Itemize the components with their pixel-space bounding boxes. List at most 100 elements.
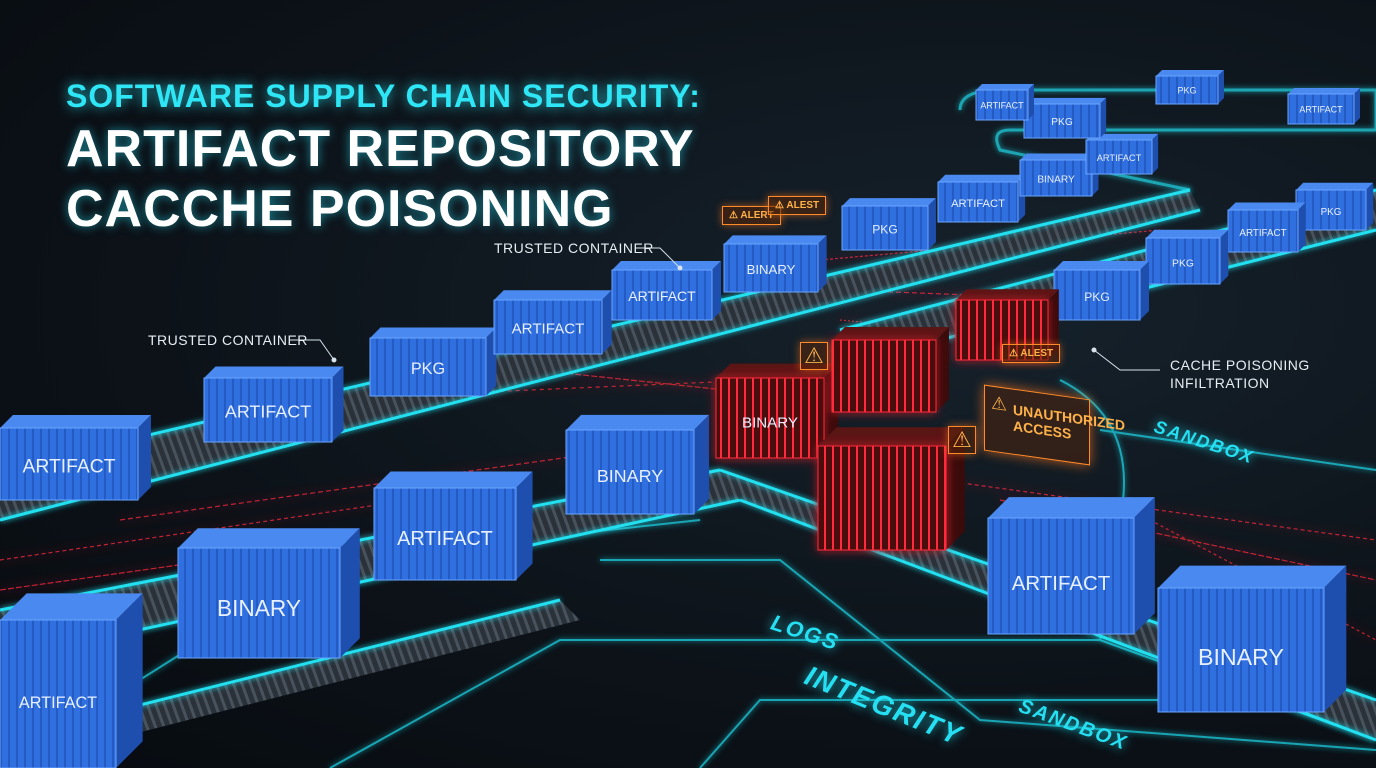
container-trusted: PKG — [1145, 229, 1229, 285]
container-front — [975, 89, 1029, 121]
container-top — [1146, 229, 1229, 238]
container-front — [369, 337, 487, 397]
container-front — [1157, 587, 1325, 713]
container-trusted: PKG — [1295, 182, 1374, 231]
container-trusted: ARTIFACT — [0, 415, 151, 501]
container-side — [818, 235, 827, 292]
container-trusted: ARTIFACT — [1227, 202, 1306, 253]
container-side — [1100, 97, 1107, 138]
container-trusted: PKG — [1023, 97, 1107, 139]
warning-icon: ⚠ — [948, 426, 976, 454]
container-front — [0, 619, 117, 768]
container-label: ARTIFACT — [1239, 228, 1286, 239]
container-side — [712, 261, 721, 320]
title-line-2: ARTIFACT REPOSITORY — [66, 120, 695, 178]
container-top — [1054, 261, 1149, 270]
container-front — [831, 339, 937, 413]
container-poisoned — [817, 427, 965, 551]
container-label: BINARY — [742, 415, 798, 432]
container-label: ARTIFACT — [1299, 105, 1343, 115]
container-side — [1298, 202, 1306, 252]
container-label: ARTIFACT — [397, 528, 493, 550]
container-label: ARTIFACT — [23, 457, 116, 478]
container-trusted: ARTIFACT — [1287, 88, 1360, 125]
container-top — [1156, 70, 1224, 76]
container-side — [1218, 70, 1224, 104]
container-label: BINARY — [217, 595, 301, 621]
container-front — [817, 445, 947, 551]
container-trusted: ARTIFACT — [611, 261, 721, 321]
container-front — [203, 377, 333, 443]
container-top — [1020, 153, 1099, 160]
container-side — [694, 414, 710, 514]
container-label: PKG — [1172, 259, 1194, 270]
container-trusted: ARTIFACT — [987, 497, 1155, 635]
container-label: ARTIFACT — [1012, 572, 1111, 595]
container-front — [937, 181, 1019, 223]
container-label: BINARY — [1037, 174, 1075, 185]
container-top — [956, 289, 1059, 300]
container-top — [832, 327, 949, 340]
callout-cache-poisoning: CACHE POISONING INFILTRATION — [1170, 357, 1310, 391]
container-top — [0, 593, 143, 620]
container-side — [1366, 182, 1374, 230]
container-front — [0, 427, 139, 501]
container-label: PKG — [1321, 207, 1342, 218]
container-top — [494, 290, 612, 300]
container-top — [178, 528, 360, 548]
container-front — [723, 243, 819, 293]
container-trusted: PKG — [1053, 261, 1149, 321]
page-title: SOFTWARE SUPPLY CHAIN SECURITY: ARTIFACT… — [66, 78, 701, 239]
title-line-1: SOFTWARE SUPPLY CHAIN SECURITY: — [66, 78, 701, 114]
container-trusted: ARTIFACT — [0, 593, 143, 768]
container-poisoned — [955, 289, 1059, 361]
container-trusted: ARTIFACT — [1085, 133, 1159, 175]
container-side — [1134, 497, 1155, 634]
container-trusted: ARTIFACT — [203, 366, 344, 443]
alert-badge-2: ⚠ ALEST — [768, 196, 827, 215]
container-side — [946, 427, 965, 550]
container-front — [841, 205, 929, 251]
container-label: PKG — [411, 360, 445, 378]
container-trusted: PKG — [841, 198, 936, 251]
container-top — [1024, 97, 1107, 104]
container-side — [116, 593, 143, 768]
container-side — [340, 528, 360, 658]
container-label: PKG — [1177, 85, 1196, 95]
container-front — [565, 429, 695, 515]
container-trusted: ARTIFACT — [975, 84, 1034, 121]
container-top — [724, 235, 827, 244]
container-top — [612, 261, 721, 270]
container-front — [1023, 103, 1101, 139]
callout-trusted-container-top: TRUSTED CONTAINER — [494, 240, 654, 256]
container-side — [332, 366, 344, 442]
container-label: ARTIFACT — [628, 288, 696, 304]
container-label: ARTIFACT — [225, 402, 311, 422]
container-label: ARTIFACT — [1097, 153, 1142, 163]
container-side — [516, 471, 533, 580]
container-label: BINARY — [1198, 644, 1284, 670]
container-label: BINARY — [597, 466, 663, 486]
callout-trusted-container-left: TRUSTED CONTAINER — [148, 332, 308, 348]
container-top — [1228, 202, 1306, 210]
container-side — [1324, 565, 1347, 712]
container-top — [1086, 133, 1159, 140]
container-label: BINARY — [747, 262, 796, 277]
container-trusted: ARTIFACT — [937, 174, 1026, 223]
container-side — [1140, 261, 1149, 320]
container-front — [1287, 93, 1355, 125]
container-top — [374, 471, 533, 488]
container-trusted: ARTIFACT — [373, 471, 533, 581]
alert-badge-3: ⚠ ALEST — [1002, 344, 1061, 363]
container-poisoned — [831, 327, 949, 413]
container-top — [566, 414, 710, 430]
container-trusted: PKG — [369, 327, 497, 397]
callout-leaders — [292, 247, 1160, 371]
container-trusted: ARTIFACT — [493, 290, 612, 355]
container-front — [373, 487, 517, 581]
container-front — [987, 517, 1135, 635]
warning-icon: ⚠ — [991, 392, 1008, 415]
container-top — [1158, 565, 1347, 588]
